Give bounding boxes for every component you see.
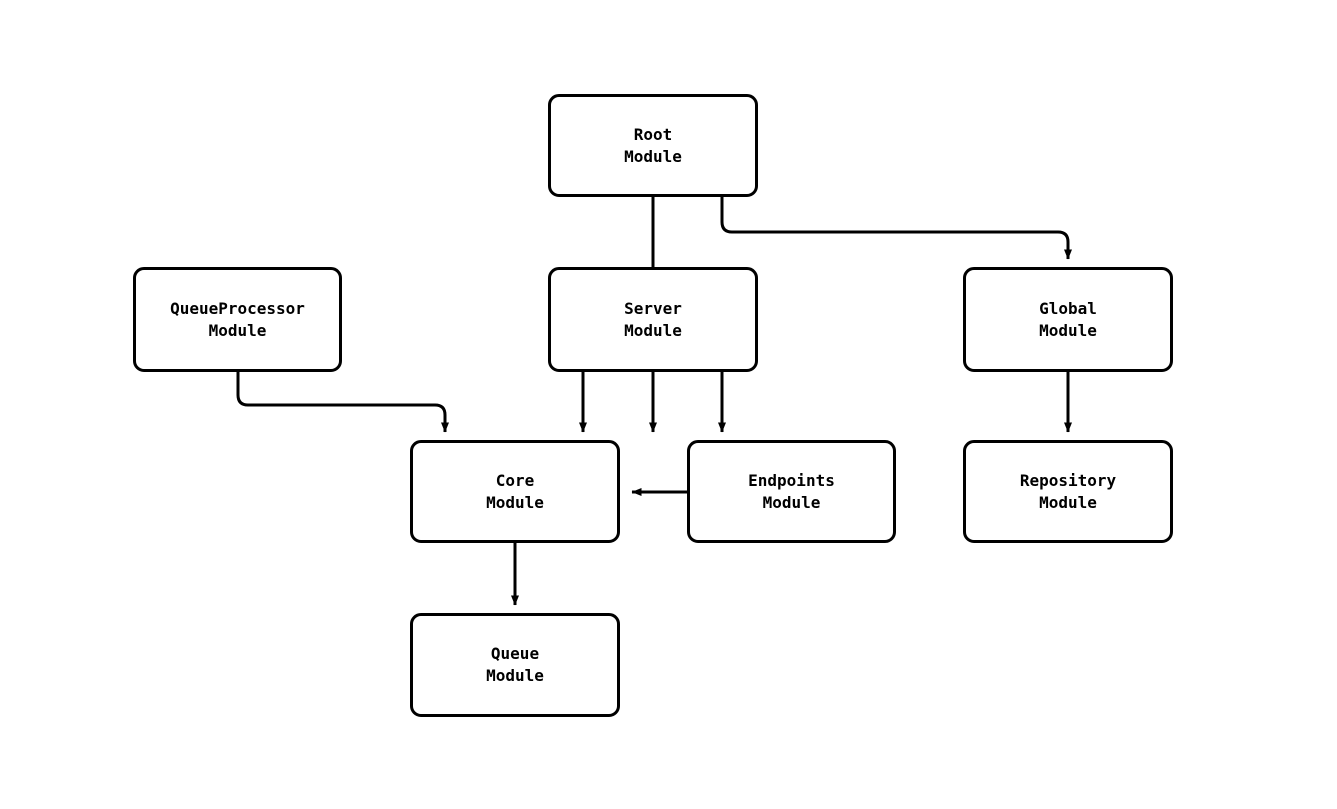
edge-queueprocessor-to-core — [236, 372, 449, 433]
node-queue[interactable]: Queue Module — [410, 613, 620, 717]
node-core[interactable]: Core Module — [410, 440, 620, 543]
node-global[interactable]: Global Module — [963, 267, 1173, 372]
node-endpoints-subtitle: Module — [762, 492, 821, 512]
node-core-title: Core — [495, 470, 535, 490]
node-global-subtitle: Module — [1039, 320, 1097, 340]
edge-root-to-global — [720, 197, 1072, 260]
node-root-title: Root — [633, 124, 673, 144]
node-root-subtitle: Module — [624, 146, 682, 166]
node-queueprocessor-subtitle: Module — [208, 320, 267, 340]
node-global-title: Global — [1039, 298, 1097, 318]
node-server-title: Server — [624, 298, 682, 318]
node-endpoints[interactable]: Endpoints Module — [687, 440, 896, 543]
node-server-subtitle: Module — [624, 320, 682, 340]
node-queueprocessor[interactable]: QueueProcessor Module — [133, 267, 342, 372]
node-queueprocessor-title: QueueProcessor — [170, 298, 305, 318]
node-root[interactable]: Root Module — [548, 94, 758, 197]
node-queue-subtitle: Module — [486, 666, 544, 685]
node-repository-title: Repository — [1019, 470, 1117, 490]
node-repository-subtitle: Module — [1039, 492, 1097, 512]
node-repository[interactable]: Repository Module — [963, 440, 1173, 543]
node-queue-title: Queue — [490, 644, 540, 663]
node-core-subtitle: Module — [486, 492, 544, 512]
node-endpoints-title: Endpoints — [748, 470, 835, 490]
node-server[interactable]: Server Module — [548, 267, 758, 372]
